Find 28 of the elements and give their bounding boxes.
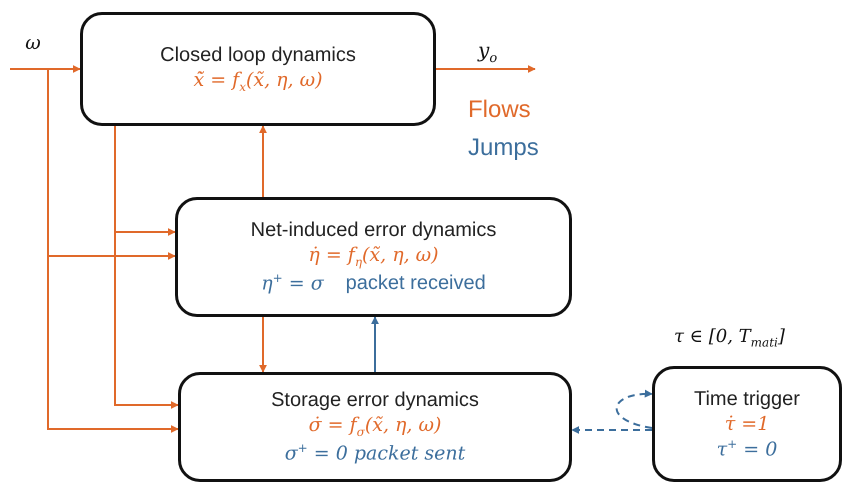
jump-equation: τ$^{+}$ = 0 [716,436,778,460]
process-box [80,12,436,126]
legend-text: Flows [468,96,531,124]
process-box [178,372,572,482]
flow-equation: τ̇ =1 [724,412,770,435]
flow-equation: η̇ = f$_{η}$(x̃, η, ω) [308,244,439,269]
block-title: Closed loop dynamics [160,44,356,68]
arrow [10,65,81,73]
arrow [259,317,267,373]
jump-equation: η$^{+}$ = σ [261,270,324,294]
process-box [652,366,842,482]
dashed-arrow [571,426,652,434]
block-title: Net-induced error dynamics [250,218,496,242]
range-note: τ ∈ [0, T$_{mati}$] [674,326,785,350]
flow-equation: x̃̇ = f$_{x}$(x̃, η, ω) [193,69,323,94]
jump-note: packet received [346,272,486,296]
block-title: Storage error dynamics [271,389,479,412]
process-box [175,197,572,317]
arrow [371,316,379,372]
dashed-arrow [616,390,653,429]
flow-equation: σ̇ = f$_{σ}$(x̃, η, ω) [308,414,442,440]
input-symbol: ω [25,32,41,54]
arrow [114,126,179,409]
arrow [259,125,267,197]
legend-text: Jumps [468,134,539,162]
arrow [436,65,536,73]
jump-equation: σ$^{+}$ = 0 packet sent [284,441,466,465]
block-title: Time trigger [694,388,800,411]
